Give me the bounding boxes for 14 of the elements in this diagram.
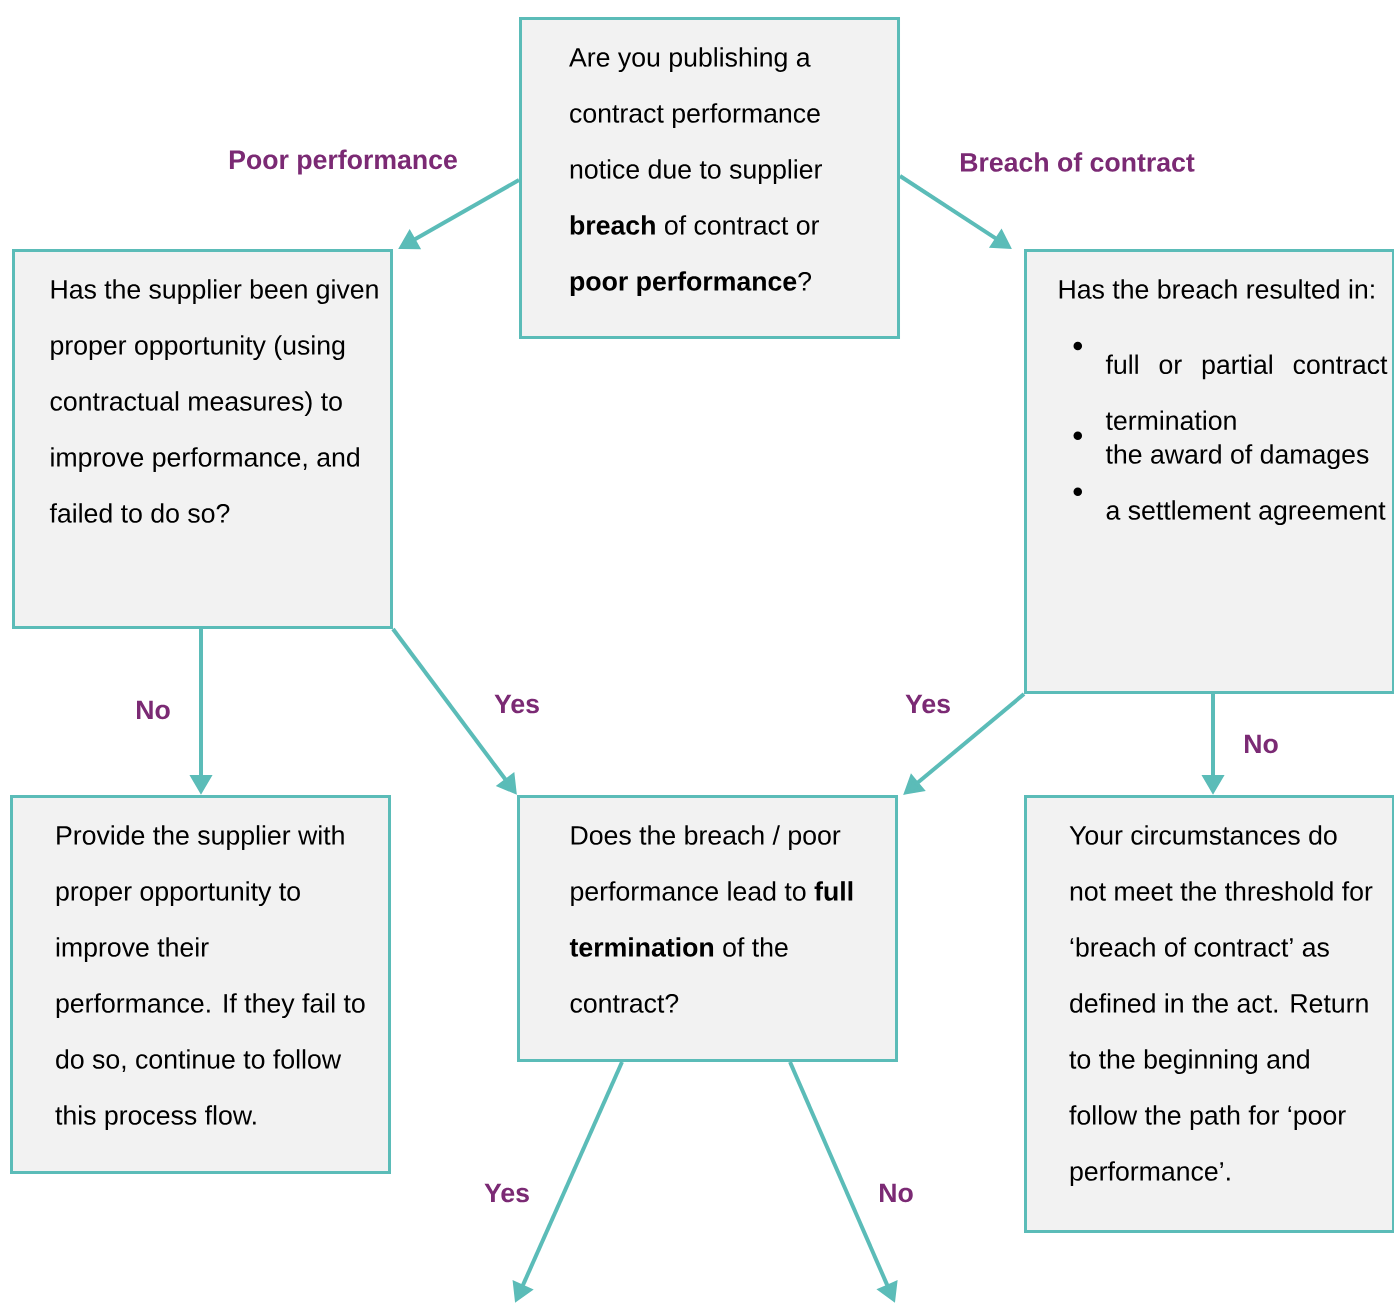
- edge-label: Yes: [494, 694, 539, 714]
- decision-box: Has the supplier been given proper opportunity (using contractual measures) to improve performance, and failed to do so?: [12, 249, 393, 629]
- process-box: Your circumstances do not meet the threshold for ‘breach of contract’ as defined in the act. Return to the beginning and follow the path for ‘poor performance’.: [1024, 795, 1394, 1233]
- edge-label: No: [137, 700, 170, 720]
- decision-box: Has the breach resulted in: full or partial contract termination the award of damages a settlement agreement: [1024, 249, 1394, 694]
- edge-label: Yes: [484, 1183, 529, 1203]
- edge-label: Yes: [905, 694, 950, 714]
- decision-box: Are you publishing a contract performance notice due to supplier breach of contract or poor performance?: [519, 17, 900, 339]
- edge-label: No: [1245, 734, 1278, 754]
- edge-label: No: [880, 1183, 913, 1203]
- edge-label: Poor performance: [229, 149, 457, 175]
- edge-label: Breach of contract: [961, 152, 1195, 172]
- decision-box: Does the breach / poor performance lead to full termination of the contract?: [517, 795, 898, 1062]
- process-box: Provide the supplier with proper opportunity to improve their performance. If they fail to do so, continue to follow this process flow.: [10, 795, 391, 1174]
